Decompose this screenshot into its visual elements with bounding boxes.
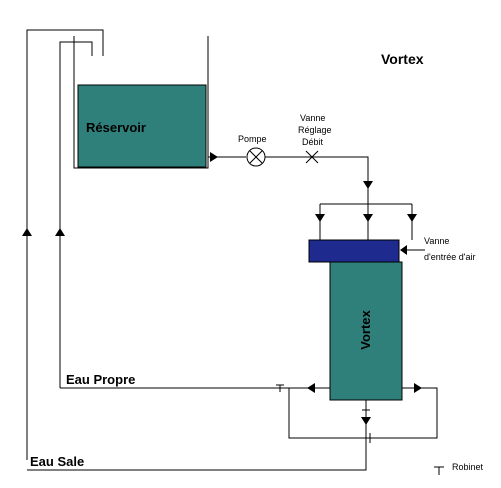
bottom-outlet-arrow: [361, 417, 371, 425]
reservoir-label: Réservoir: [86, 120, 146, 135]
bottom-tap-icon: [362, 406, 370, 413]
manifold-arrow-right: [407, 214, 417, 222]
reservoir-outlet-arrow: [210, 152, 218, 162]
air-valve-arrow: [400, 245, 407, 255]
vortex-body: [329, 261, 403, 401]
legend-tap-icon: [434, 466, 444, 475]
manifold-arrow-center: [363, 214, 373, 222]
pump-label: Pompe: [238, 134, 267, 144]
vortex-label: Vortex: [358, 309, 373, 349]
vortex-cap: [308, 239, 400, 263]
diagram-title: Vortex: [381, 51, 424, 67]
air-valve-label-2: d'entrée d'air: [424, 252, 475, 262]
flow-valve-label-2: Réglage: [298, 125, 332, 135]
pump-cross: [249, 150, 263, 164]
clean-water-tap-icon: [276, 384, 284, 392]
clean-water-label: Eau Propre: [66, 372, 135, 387]
flow-valve-icon: [305, 150, 319, 164]
flow-valve-label-3: Débit: [302, 137, 324, 147]
flow-valve-label-1: Vanne: [300, 113, 325, 123]
clean-water-up-arrow: [55, 228, 65, 236]
legend-label: Robinet: [452, 462, 484, 472]
manifold-arrow-left: [315, 214, 325, 222]
clean-water-out-left-arrow: [307, 383, 315, 393]
dirty-water-up-arrow: [22, 228, 32, 236]
reservoir-outer-wall: [73, 36, 209, 169]
clean-water-return-pipe: [59, 41, 93, 388]
bottom-loop-pipe: [288, 387, 438, 439]
reservoir-water: [77, 84, 207, 168]
feed-down-arrow: [363, 181, 373, 189]
dirty-water-label: Eau Sale: [30, 454, 84, 469]
feed-pipe: [265, 156, 369, 212]
air-valve-label-1: Vanne: [424, 236, 449, 246]
distribution-manifold: [319, 203, 413, 240]
dirty-water-line: [27, 438, 367, 471]
dirty-water-return-pipe: [26, 29, 104, 460]
